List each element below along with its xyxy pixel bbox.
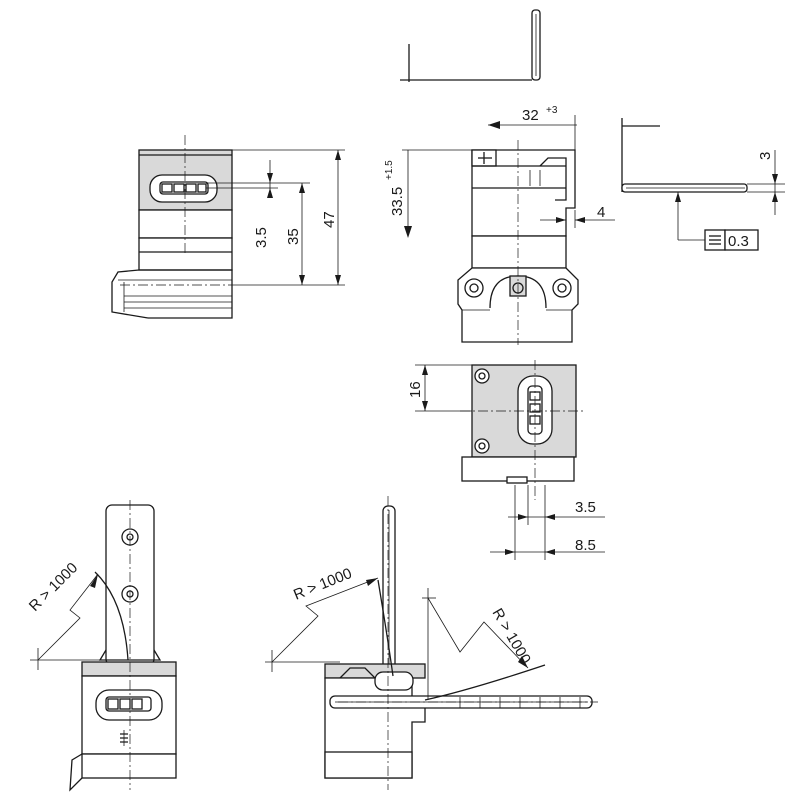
dim-4: 4 xyxy=(597,204,605,221)
dim-47: 47 xyxy=(321,211,338,228)
bottom-center-view xyxy=(324,496,598,790)
dim-3-5-bottom: 3.5 xyxy=(575,499,596,516)
dim-32: 32 xyxy=(522,107,539,124)
center-top-view xyxy=(460,360,585,500)
dim-33-5-tolerance: +1.5 xyxy=(384,160,395,180)
dim-3-5-left: 3.5 xyxy=(253,227,270,248)
center-dimension-lines: 32 +3 33.5 +1.5 4 xyxy=(384,105,615,238)
radius-center-label: R > 1000 xyxy=(291,565,354,604)
dim-32-tolerance: +3 xyxy=(546,105,558,116)
dim-35: 35 xyxy=(285,228,302,245)
dim-16: 16 xyxy=(407,381,424,398)
flatness-tolerance: 0.3 xyxy=(728,233,749,250)
dim-8-5: 8.5 xyxy=(575,537,596,554)
bottom-left-radius-callout: R > 1000 xyxy=(26,559,100,670)
bottom-left-view xyxy=(69,500,177,792)
right-key-detail: 3 0.3 xyxy=(621,118,785,251)
dim-3: 3 xyxy=(757,152,774,160)
left-dimension-lines: 3.5 35 47 xyxy=(206,149,345,286)
radius-right-label: R > 1000 xyxy=(489,606,534,668)
center-front-view xyxy=(457,140,579,345)
top-key-side-view xyxy=(400,9,541,82)
dim-33-5: 33.5 xyxy=(389,187,406,216)
center-top-dimension-lines: 16 3.5 8.5 xyxy=(407,364,605,560)
left-side-view xyxy=(111,135,233,319)
